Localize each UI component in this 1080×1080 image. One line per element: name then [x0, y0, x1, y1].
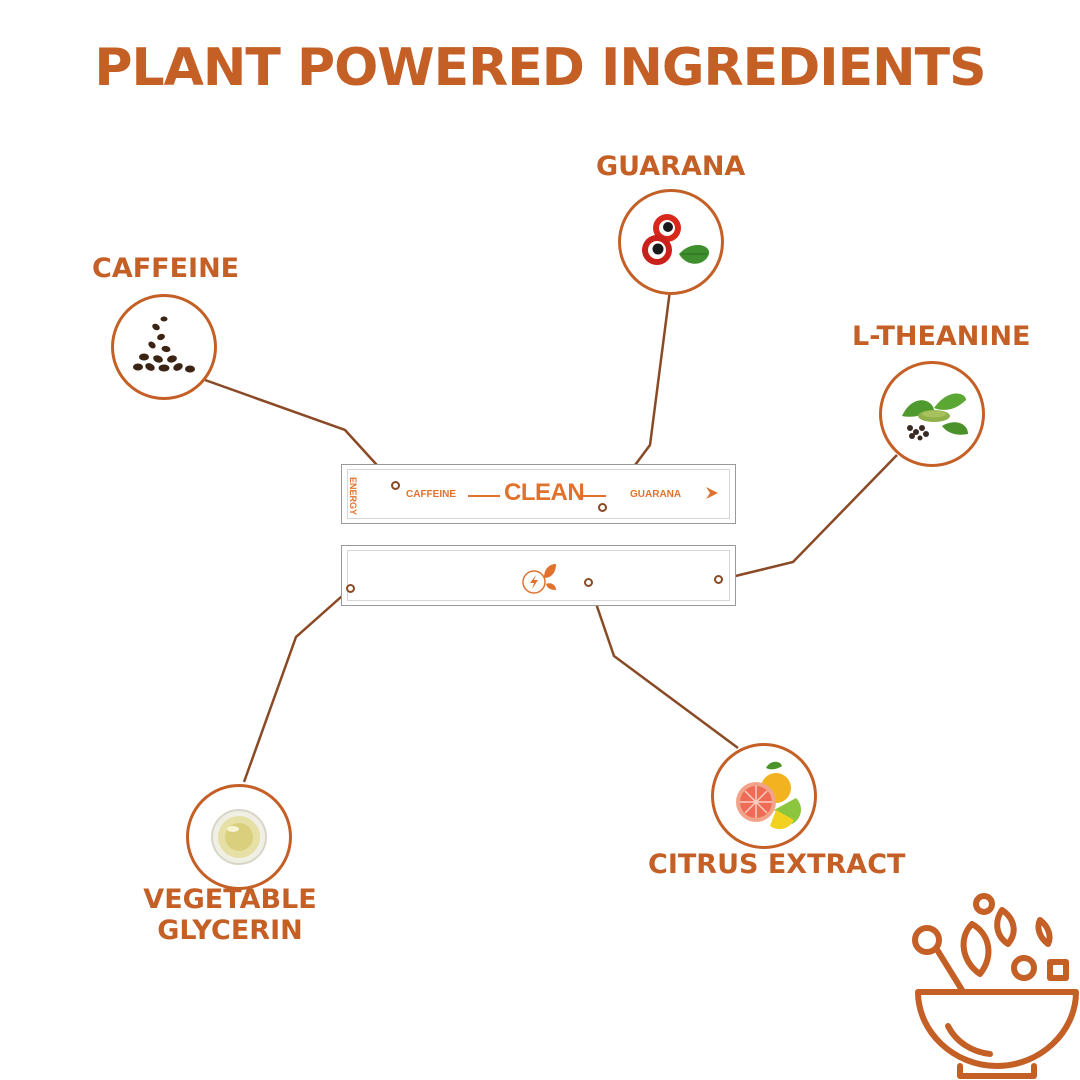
connector-citrus: [587, 582, 739, 750]
citrus-fruit-icon: [736, 761, 801, 830]
dot-ltheanine: [714, 575, 723, 584]
dot-guarana: [598, 503, 607, 512]
guarana-circle: [618, 189, 724, 295]
product-stick-bottom: [341, 545, 736, 606]
coffee-beans-icon: [133, 316, 195, 373]
connector-vegetable: [242, 588, 351, 783]
connector-ltheanine: [718, 454, 898, 582]
label-guarana: GUARANA: [596, 151, 746, 182]
energy-logo-icon: [522, 564, 556, 594]
caffeine-circle: [111, 294, 217, 400]
label-caffeine: CAFFEINE: [92, 253, 240, 284]
dot-citrus: [584, 578, 593, 587]
arrow-right-icon: [706, 487, 718, 499]
stick-left-rule: [468, 495, 500, 497]
stick-side-text: ENERGY: [348, 477, 358, 516]
label-vegetable-glycerin: VEGETABLE GLYCERIN: [130, 884, 330, 946]
stick-right-rule: [578, 495, 606, 497]
stick-center-text: CLEAN: [504, 479, 585, 506]
guarana-fruit-icon: [642, 214, 710, 265]
stick-left-text: CAFFEINE: [406, 489, 456, 500]
ltheanine-circle: [879, 361, 985, 467]
page-title: PLANT POWERED INGREDIENTS: [94, 38, 986, 98]
vegetable-glycerin-circle: [186, 784, 292, 890]
stick-right-text: GUARANA: [630, 489, 682, 500]
tea-leaves-icon: [902, 393, 968, 441]
stick-bottom-inner: [347, 550, 730, 601]
stick-top-inner: [347, 469, 730, 519]
label-citrus-extract: CITRUS EXTRACT: [648, 849, 906, 880]
label-vegetable-line2: GLYCERIN: [157, 915, 303, 947]
label-ltheanine: L-THEANINE: [852, 321, 1031, 352]
glycerin-oil-icon: [211, 809, 267, 865]
citrus-circle: [711, 743, 817, 849]
dot-caffeine: [391, 481, 400, 490]
dot-vegetable: [346, 584, 355, 593]
product-stick-top: ENERGY CAFFEINE CLEAN GUARANA: [341, 464, 736, 524]
bowl-ingredients-icon: [912, 893, 1079, 1079]
